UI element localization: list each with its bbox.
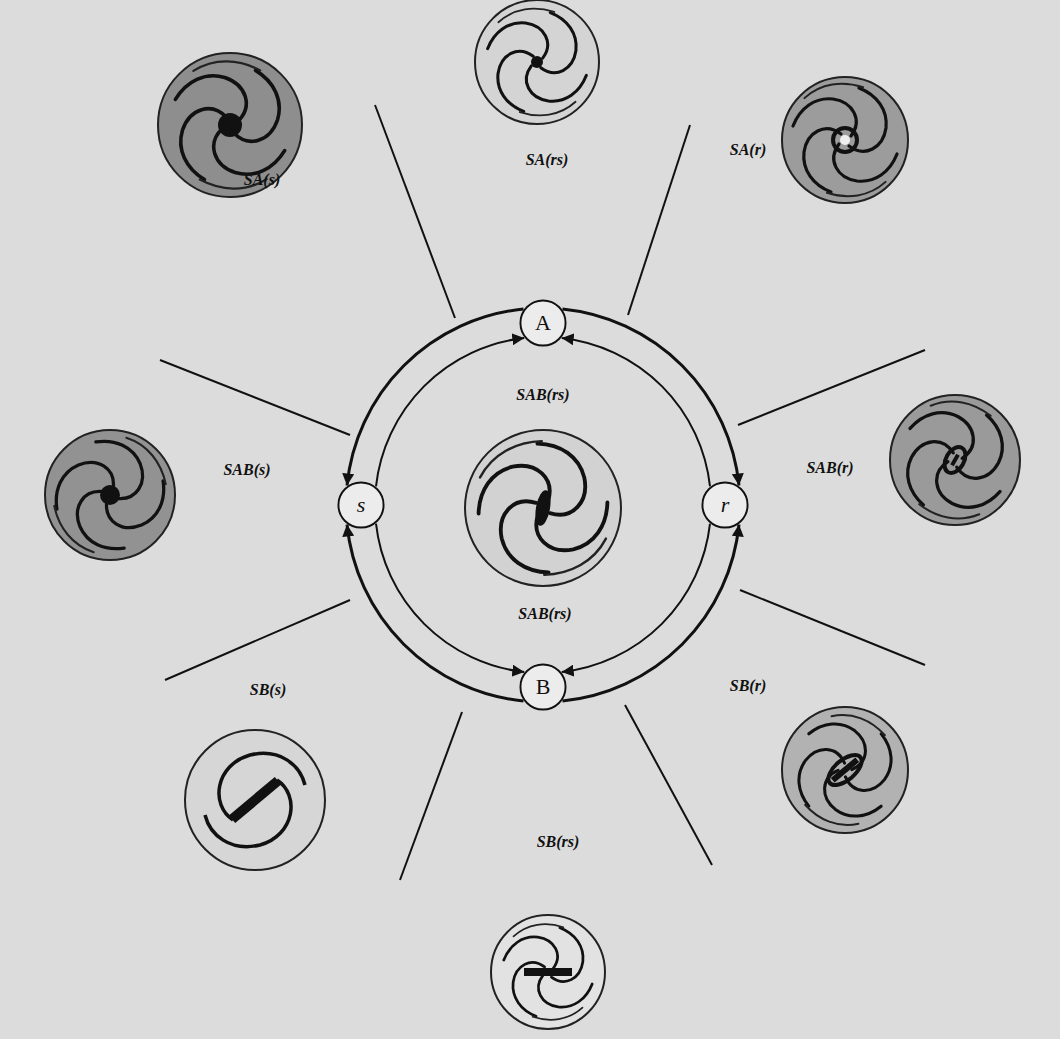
ring-arc-arrow [563,525,740,702]
type-label: SB(s) [250,681,286,699]
galaxy-sketch [185,730,325,870]
galaxy-sketch [475,0,599,135]
type-label: SB(r) [730,677,766,695]
ring-arc-arrow [562,338,710,486]
ring-node: r [701,481,749,529]
node-letter: A [535,310,551,336]
type-label: SAB(s) [223,461,270,479]
ring-arc-arrow [347,309,524,486]
ring-node: s [337,481,385,529]
ring-arc-arrow [376,338,524,486]
galaxy-sketch [158,30,303,220]
node-letter: B [536,674,551,700]
type-label: SAB(r) [806,459,853,477]
sector-divider [160,105,925,880]
type-label: SA(s) [244,171,280,189]
ring-arc-arrow [563,309,740,486]
type-label: SB(rs) [537,833,580,851]
galaxy-sketch [453,400,634,617]
galaxy-sketch [878,368,1031,552]
ring-arc-arrow [562,524,710,672]
galaxy-sketch [491,906,605,1037]
ring-node: B [519,663,567,711]
galaxy-sketch [15,410,204,581]
ring-node: A [519,299,567,347]
type-label: SAB(rs) [518,605,571,623]
node-letter: r [721,492,730,518]
galaxy-sketch [782,63,908,217]
type-label: SA(rs) [526,151,569,169]
ring-arc-arrow [376,524,524,672]
galaxy-sketch [766,682,925,858]
node-letter: s [357,492,366,518]
ring-arc-arrow [347,525,524,702]
type-label: SAB(rs) [516,386,569,404]
type-label: SA(r) [730,141,766,159]
